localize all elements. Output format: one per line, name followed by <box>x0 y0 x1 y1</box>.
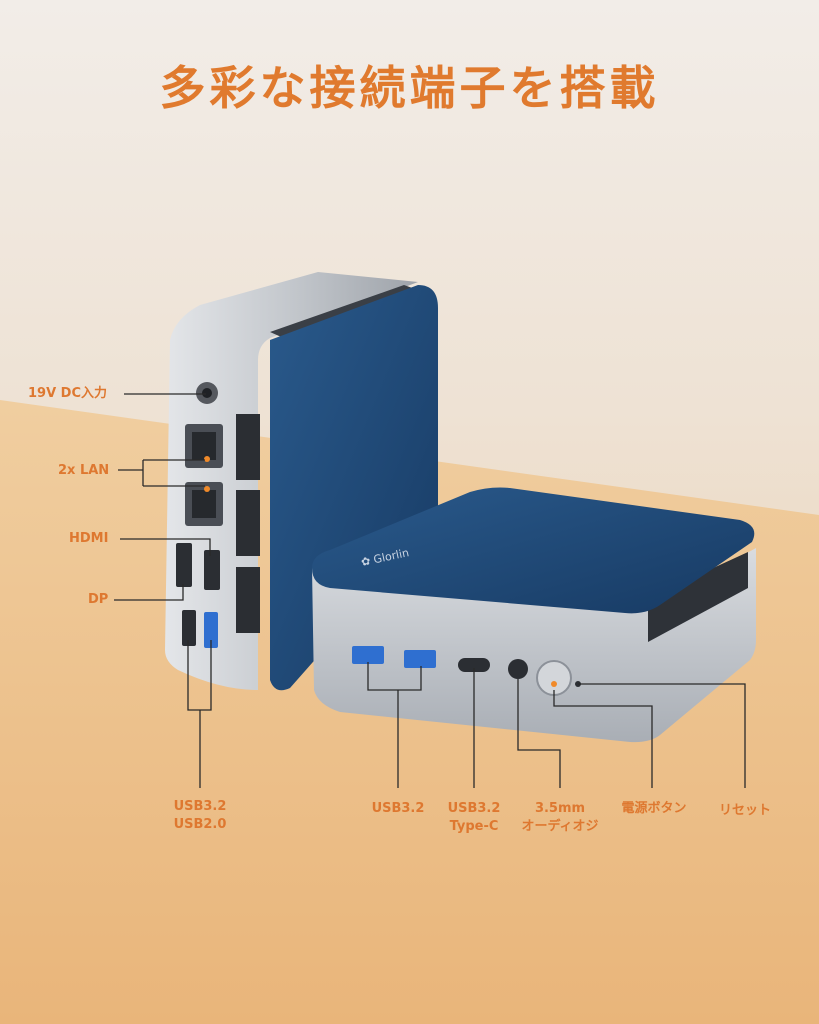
label-audio-2: オーディオジ <box>521 819 599 834</box>
callout-line <box>120 538 211 556</box>
led <box>551 681 557 687</box>
page-title: 多彩な接続端子を搭載 <box>159 61 660 115</box>
label-reset: リセット <box>718 803 771 818</box>
label-dc-in: 19V DC入力 <box>28 386 108 401</box>
dc-jack-hole <box>202 388 212 398</box>
label-hdmi: HDMI <box>69 531 109 546</box>
label-usb-side-2: USB2.0 <box>173 817 227 832</box>
standing-device <box>165 272 438 691</box>
label-usb-side-1: USB3.2 <box>173 799 227 814</box>
label-audio-1: 3.5mm <box>534 801 586 816</box>
hdmi-port <box>204 550 220 590</box>
label-audio: 3.5mm オーディオジ <box>508 800 612 836</box>
label-lan: 2x LAN <box>58 463 110 478</box>
callout-line <box>578 683 746 788</box>
label-power: 電源ボタン <box>621 801 687 816</box>
label-dp: DP <box>88 592 109 607</box>
side-vent-1 <box>236 414 260 480</box>
label-type-c: USB3.2 Type-C <box>432 800 516 836</box>
label-usb-front: USB3.2 <box>371 801 425 816</box>
label-usb-side: USB3.2 USB2.0 <box>160 798 240 834</box>
audio-jack <box>508 659 528 679</box>
side-vent-3 <box>236 567 260 633</box>
led <box>204 456 210 462</box>
dp-port <box>176 543 192 587</box>
callout-line <box>367 662 422 691</box>
lying-device-top <box>312 487 755 614</box>
callout-line <box>114 584 184 601</box>
standing-device-side <box>165 272 418 690</box>
callout-line <box>517 679 561 788</box>
usb-port-side-1 <box>182 610 196 646</box>
lying-device: ✿ Glorlin <box>312 487 756 743</box>
usb-front-1 <box>352 646 384 664</box>
usb-port-side-2 <box>204 612 218 648</box>
power-button <box>536 660 572 696</box>
lan-port-2-inner <box>192 490 216 518</box>
side-vent-2 <box>236 490 260 556</box>
label-type-c-1: USB3.2 <box>447 801 501 816</box>
label-type-c-2: Type-C <box>449 819 499 834</box>
type-c-port <box>458 658 490 672</box>
callout-line <box>553 690 653 788</box>
lan-port-1-inner <box>192 432 216 460</box>
standing-device-blue-face <box>270 285 438 691</box>
led <box>204 486 210 492</box>
callout-lines <box>114 393 746 788</box>
lying-device-side-vent <box>648 552 748 642</box>
usb-front-2 <box>404 650 436 668</box>
lying-device-body <box>312 548 756 743</box>
